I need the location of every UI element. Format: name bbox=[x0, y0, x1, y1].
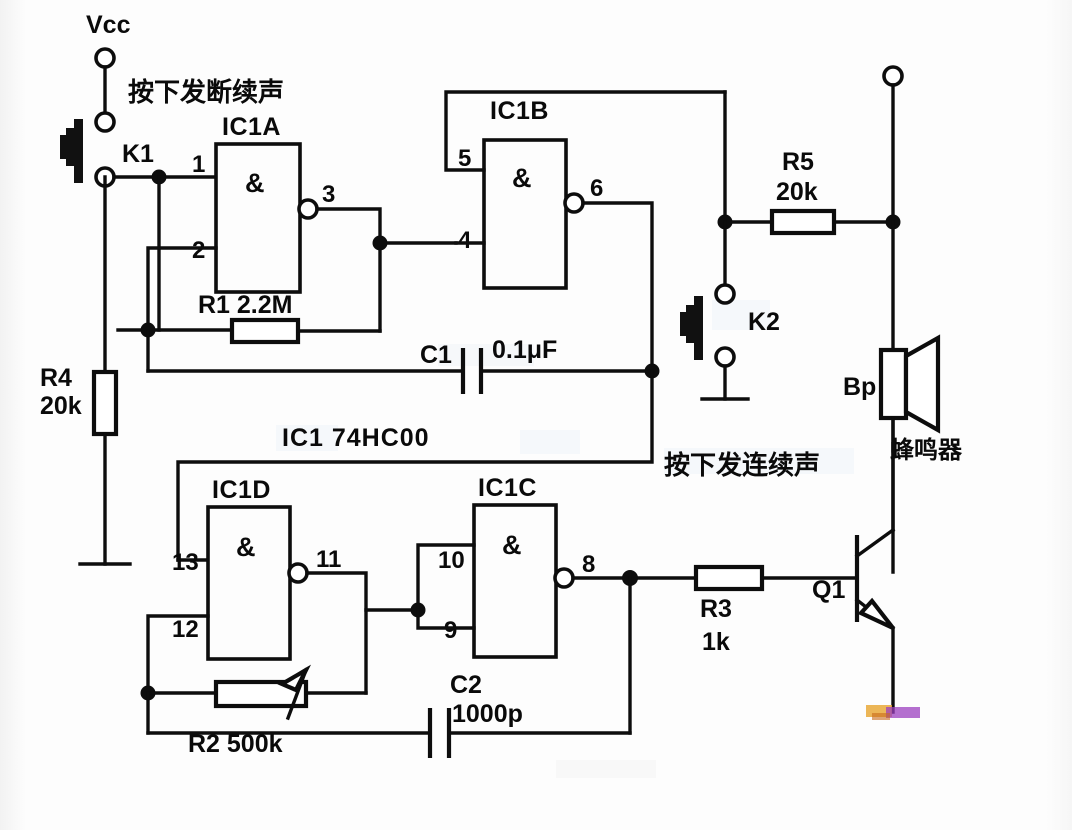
k1-label: K1 bbox=[122, 140, 154, 168]
gate-ic1a: IC1A & 1 2 3 bbox=[192, 113, 335, 294]
r1-label: R1 2.2M bbox=[198, 291, 292, 319]
potentiometer-r2: R2 500k bbox=[146, 664, 368, 758]
bp-label: Bp bbox=[843, 373, 876, 401]
ic1c-nand-symbol: & bbox=[502, 530, 522, 560]
net-pin6 bbox=[581, 201, 660, 379]
buzzer-cn-label: 蜂鸣器 bbox=[890, 436, 963, 464]
ic1a-output-bubble bbox=[297, 198, 319, 220]
note-intermittent-tone: 按下发断续声 bbox=[128, 77, 284, 108]
r3-value: 1k bbox=[702, 628, 730, 656]
q1-label: Q1 bbox=[812, 576, 845, 604]
c1-value: 0.1μF bbox=[492, 336, 557, 364]
capacitor-c2: C2 1000p bbox=[146, 671, 632, 758]
ic1c-output-bubble bbox=[553, 567, 575, 589]
c1-label: C1 bbox=[420, 341, 452, 369]
ic1d-label: IC1D bbox=[212, 476, 271, 504]
ic1a-label: IC1A bbox=[222, 113, 281, 141]
c2-value: 1000p bbox=[452, 700, 523, 728]
net-k1-pin1 bbox=[103, 169, 218, 374]
resistor-r5: R5 20k bbox=[717, 148, 901, 236]
ic1b-label: IC1B bbox=[490, 97, 549, 125]
pin-4-label: 4 bbox=[458, 227, 472, 254]
pin-1-label: 1 bbox=[192, 151, 205, 178]
ic1a-nand-symbol: & bbox=[245, 168, 265, 198]
r5-value: 20k bbox=[776, 178, 818, 206]
pin-12-label: 12 bbox=[172, 616, 199, 643]
r5-label: R5 bbox=[782, 148, 814, 176]
c2-label: C2 bbox=[450, 671, 482, 699]
k2-label: K2 bbox=[748, 308, 780, 336]
resistor-r1: R1 2.2M bbox=[198, 291, 382, 345]
vcc-node: Vcc bbox=[86, 11, 131, 133]
pin-10-label: 10 bbox=[438, 547, 465, 574]
gate-ic1b: IC1B & 5 4 6 bbox=[458, 97, 603, 290]
pin-3-label: 3 bbox=[322, 181, 335, 208]
r4-label: R4 bbox=[40, 364, 72, 392]
pin-2-label: 2 bbox=[192, 237, 205, 264]
buzzer-bp: Bp 蜂鸣器 bbox=[843, 220, 963, 574]
ic1-part-label: IC1 74HC00 bbox=[282, 424, 430, 452]
scan-artifacts bbox=[276, 300, 854, 778]
switch-k2[interactable]: K2 bbox=[680, 220, 780, 401]
ic1d-nand-symbol: & bbox=[236, 532, 256, 562]
net-pin8 bbox=[571, 570, 698, 735]
pin-6-label: 6 bbox=[590, 175, 603, 202]
pin-8-label: 8 bbox=[582, 551, 595, 578]
pin-13-label: 13 bbox=[172, 549, 199, 576]
resistor-r4: R4 20k bbox=[40, 364, 132, 566]
ic1c-label: IC1C bbox=[478, 474, 537, 502]
vcc-terminal-right bbox=[882, 65, 904, 218]
gate-ic1c: IC1C & 10 9 8 bbox=[438, 474, 595, 659]
note-continuous-tone: 按下发连续声 bbox=[664, 450, 820, 481]
transistor-q1: Q1 bbox=[812, 416, 896, 714]
r3-label: R3 bbox=[700, 595, 732, 623]
net-pin3 bbox=[315, 207, 458, 333]
gate-ic1d: IC1D & 13 12 11 bbox=[172, 476, 341, 661]
ic1b-output-bubble bbox=[563, 192, 585, 214]
ic1b-nand-symbol: & bbox=[512, 163, 532, 193]
pin-9-label: 9 bbox=[444, 617, 457, 644]
emitter-ground-artifact bbox=[866, 705, 920, 720]
ic1d-output-bubble bbox=[287, 562, 309, 584]
r4-value: 20k bbox=[40, 392, 82, 420]
net-feedback-to-ic1d bbox=[176, 369, 654, 562]
vcc-label: Vcc bbox=[86, 11, 131, 39]
pin-5-label: 5 bbox=[458, 145, 471, 172]
pin-11-label: 11 bbox=[316, 546, 341, 573]
junction-dot bbox=[372, 235, 388, 251]
resistor-r3: R3 1k bbox=[693, 564, 857, 656]
net-ic1c-inputs bbox=[416, 543, 476, 630]
net-pin5-top bbox=[444, 90, 727, 220]
capacitor-c1: C1 0.1μF bbox=[146, 329, 654, 394]
net-pin11 bbox=[305, 571, 426, 695]
